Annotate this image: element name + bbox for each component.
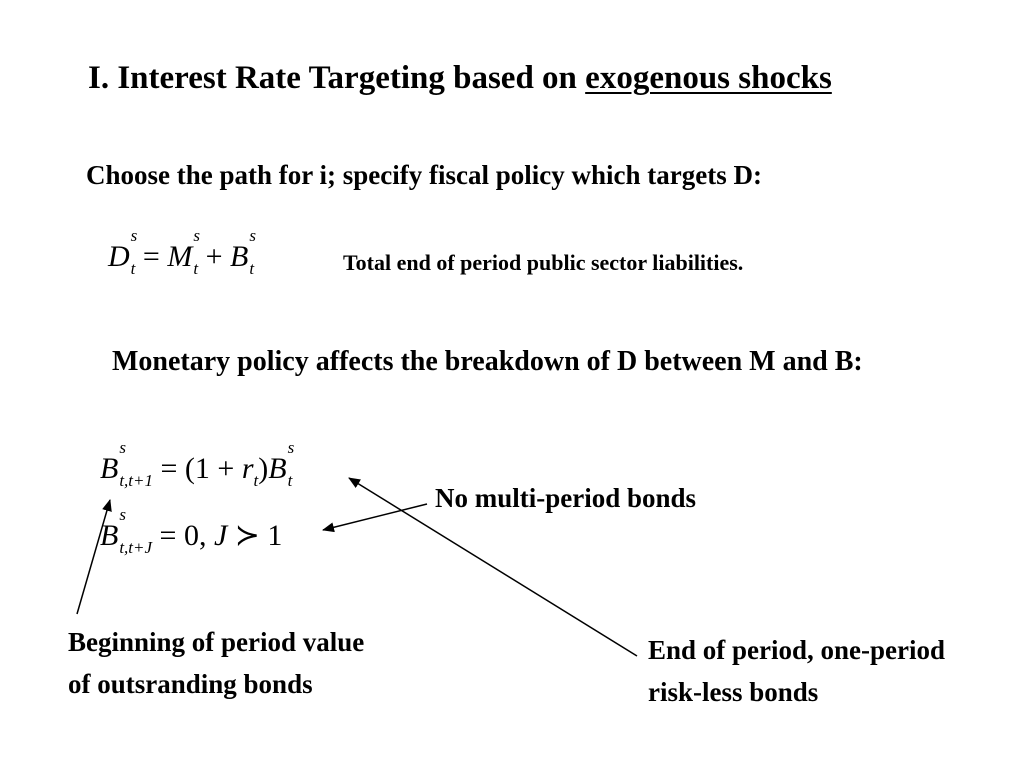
title-prefix: I. Interest Rate Targeting based on — [88, 60, 586, 96]
subtitle: Choose the path for i; specify fiscal po… — [86, 160, 762, 190]
eq2-r-sub: t — [253, 471, 259, 490]
label-beginning-line2: of outsranding bonds — [68, 669, 313, 699]
eq3-B: B — [100, 519, 119, 552]
eq1-M: M — [167, 240, 193, 273]
eq2-r: r — [241, 452, 254, 485]
label-end-line2: risk-less bonds — [648, 677, 819, 707]
label-end-line1: End of period, one-period — [648, 635, 946, 665]
label-no-multi-period-bonds: No multi-period bonds — [435, 483, 697, 513]
arrow-to-one-period-bonds — [348, 477, 638, 657]
label-end-of-period: End of period, one-period risk-less bond… — [648, 629, 945, 713]
eq2-B: B — [100, 452, 119, 485]
equation-note: Total end of period public sector liabil… — [343, 250, 744, 275]
eq1-equals: = — [135, 240, 168, 273]
eq3-rhs-a: = 0, — [152, 519, 214, 552]
title-underlined: exogenous shocks — [585, 60, 832, 96]
monetary-policy-text: Monetary policy affects the breakdown of… — [112, 346, 863, 377]
label-beginning-line1: Beginning of period value — [68, 627, 365, 657]
eq3-succ: ≻ 1 — [227, 519, 283, 552]
eq2-B2: B — [268, 452, 287, 485]
eq2-rhs-b: ) — [258, 452, 269, 485]
label-beginning-of-period: Beginning of period value of outsranding… — [68, 621, 364, 705]
slide-title: I. Interest Rate Targeting based on exog… — [88, 60, 832, 97]
eq1-plus: + — [198, 240, 230, 273]
eq1-B: B — [229, 240, 249, 273]
arrow-to-beginning-bonds — [76, 499, 112, 615]
eq3-J: J — [213, 519, 228, 552]
arrow-to-multi-period-eq — [322, 503, 428, 533]
eq1-D: D — [108, 240, 130, 273]
eq2-rhs-a: = (1 + — [153, 452, 242, 485]
